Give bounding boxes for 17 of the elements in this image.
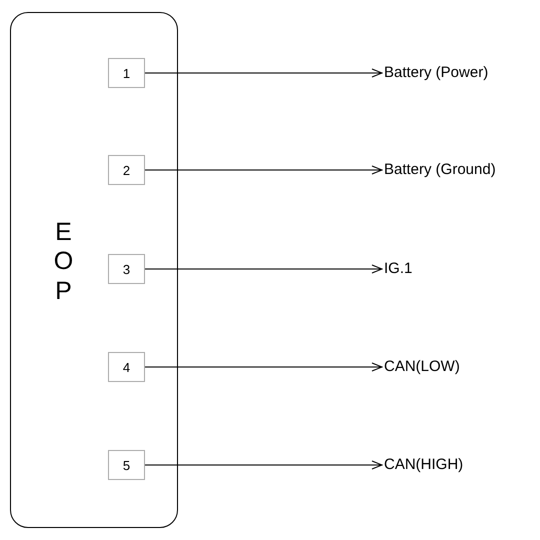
- signal-label: IG.1: [384, 260, 412, 276]
- arrow: [144, 264, 382, 274]
- arrow: [144, 362, 382, 372]
- signal-label: CAN(HIGH): [384, 456, 464, 472]
- pin-box: 3: [108, 254, 145, 284]
- signal-label: CAN(LOW): [384, 358, 460, 374]
- pin-box: 5: [108, 450, 145, 480]
- arrow: [144, 166, 382, 174]
- signal-label: Battery (Ground): [384, 160, 496, 178]
- arrow: [144, 68, 382, 78]
- arrow: [144, 460, 382, 470]
- signal-label: Battery (Power): [384, 64, 488, 80]
- module-name: EOP: [52, 218, 74, 306]
- module-box: [10, 12, 178, 528]
- pin-box: 2: [108, 155, 145, 185]
- pin-box: 1: [108, 58, 145, 88]
- pin-box: 4: [108, 352, 145, 382]
